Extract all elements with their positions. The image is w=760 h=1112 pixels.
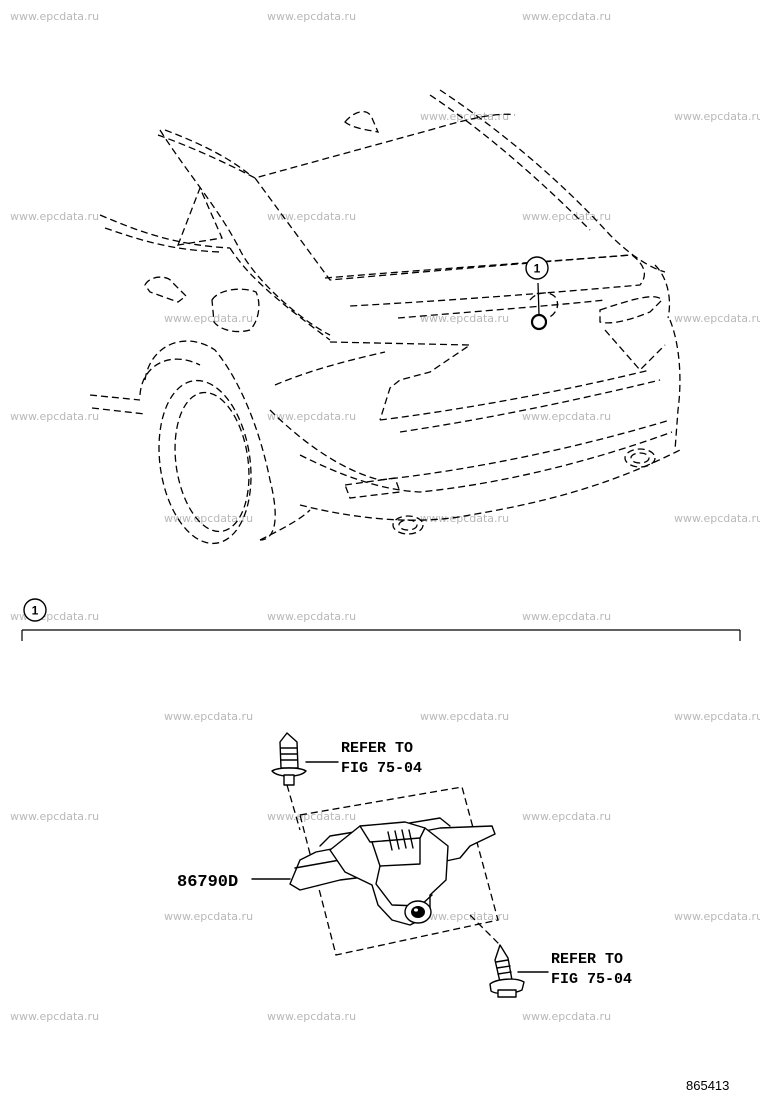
watermark: www.epcdata.ru bbox=[10, 610, 99, 623]
top-callout-line2: FIG 75-04 bbox=[341, 760, 422, 777]
watermark: www.epcdata.ru bbox=[522, 1010, 611, 1023]
watermark: www.epcdata.ru bbox=[420, 910, 509, 923]
car-rear-illustration bbox=[89, 89, 681, 545]
top-bolt-callout: REFER TO FIG 75-04 bbox=[341, 740, 422, 777]
bottom-bolt-callout: REFER TO FIG 75-04 bbox=[551, 951, 632, 988]
watermark: www.epcdata.ru bbox=[522, 410, 611, 423]
watermark: www.epcdata.ru bbox=[164, 910, 253, 923]
watermark: www.epcdata.ru bbox=[267, 810, 356, 823]
watermark: www.epcdata.ru bbox=[267, 1010, 356, 1023]
section-bracket: 1 bbox=[21, 598, 741, 641]
car-location-marker: 1 bbox=[525, 256, 549, 280]
watermark: www.epcdata.ru bbox=[674, 710, 760, 723]
section-marker-number: 1 bbox=[32, 604, 39, 618]
watermark: www.epcdata.ru bbox=[267, 410, 356, 423]
watermark: www.epcdata.ru bbox=[164, 512, 253, 525]
watermark: www.epcdata.ru bbox=[522, 810, 611, 823]
watermark: www.epcdata.ru bbox=[674, 312, 760, 325]
top-callout-line1: REFER TO bbox=[341, 740, 413, 757]
watermark: www.epcdata.ru bbox=[522, 610, 611, 623]
watermark: www.epcdata.ru bbox=[522, 210, 611, 223]
bottom-screw bbox=[489, 944, 525, 998]
bottom-callout-line2: FIG 75-04 bbox=[551, 971, 632, 988]
watermark: www.epcdata.ru bbox=[674, 910, 760, 923]
watermark: www.epcdata.ru bbox=[420, 110, 509, 123]
watermark: www.epcdata.ru bbox=[420, 312, 509, 325]
watermark: www.epcdata.ru bbox=[10, 810, 99, 823]
marker-number: 1 bbox=[534, 262, 541, 276]
bottom-callout-line1: REFER TO bbox=[551, 951, 623, 968]
watermark: www.epcdata.ru bbox=[674, 512, 760, 525]
camera-assembly-drawing bbox=[251, 732, 549, 998]
watermark: www.epcdata.ru bbox=[420, 512, 509, 525]
watermark: www.epcdata.ru bbox=[164, 312, 253, 325]
watermark: www.epcdata.ru bbox=[10, 410, 99, 423]
watermark: www.epcdata.ru bbox=[267, 610, 356, 623]
watermark: www.epcdata.ru bbox=[267, 210, 356, 223]
watermark: www.epcdata.ru bbox=[10, 10, 99, 23]
watermark: www.epcdata.ru bbox=[10, 1010, 99, 1023]
figure-id: 865413 bbox=[686, 1078, 729, 1093]
top-clip bbox=[271, 732, 307, 786]
watermark: www.epcdata.ru bbox=[420, 710, 509, 723]
watermark: www.epcdata.ru bbox=[10, 210, 99, 223]
part-number-label: 86790D bbox=[177, 873, 238, 892]
watermark: www.epcdata.ru bbox=[522, 10, 611, 23]
watermark: www.epcdata.ru bbox=[267, 10, 356, 23]
watermark: www.epcdata.ru bbox=[674, 110, 760, 123]
watermark: www.epcdata.ru bbox=[164, 710, 253, 723]
